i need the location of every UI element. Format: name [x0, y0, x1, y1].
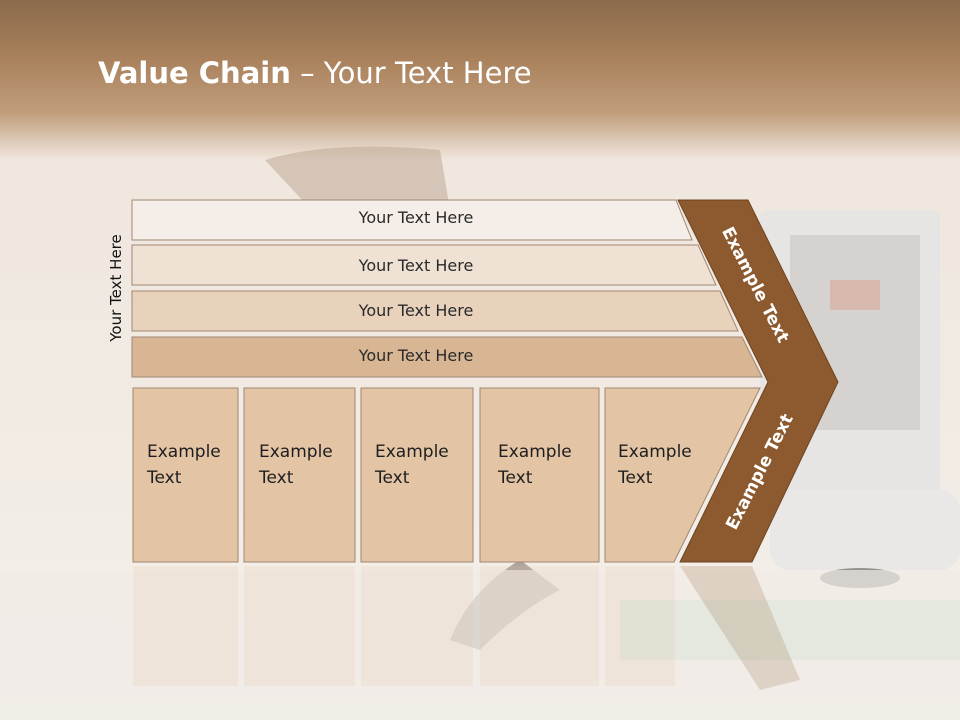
column-label-5-line2: Text — [618, 468, 653, 488]
column-label-5-line1: Example — [618, 442, 692, 462]
bar-label-4: Your Text Here — [358, 346, 474, 365]
bar-1[interactable] — [131, 199, 693, 241]
column-label-5: Example Text — [618, 439, 692, 491]
bar-label-2: Your Text Here — [358, 256, 474, 275]
column-label-2-line2: Text — [259, 468, 294, 488]
column-label-1: Example Text — [147, 439, 221, 491]
bar-3[interactable] — [131, 290, 739, 332]
column-label-4-line2: Text — [498, 468, 533, 488]
bar-label-1: Your Text Here — [358, 208, 474, 227]
column-label-3: Example Text — [375, 439, 449, 491]
chevron-arrow[interactable] — [677, 199, 839, 563]
column-2[interactable] — [243, 387, 356, 563]
bar-4[interactable] — [131, 336, 763, 378]
column-5[interactable] — [604, 387, 761, 563]
column-1[interactable] — [132, 387, 239, 563]
column-label-1-line2: Text — [147, 468, 182, 488]
column-4[interactable] — [479, 387, 600, 563]
column-label-1-line1: Example — [147, 442, 221, 462]
header-band — [0, 0, 960, 160]
bar-2[interactable] — [131, 244, 717, 286]
page-title: Value Chain – Your Text Here — [98, 56, 532, 90]
column-label-2: Example Text — [259, 439, 333, 491]
column-label-2-line1: Example — [259, 442, 333, 462]
column-label-4-line1: Example — [498, 442, 572, 462]
column-3[interactable] — [360, 387, 474, 563]
title-rest: – Your Text Here — [290, 56, 532, 90]
column-label-3-line1: Example — [375, 442, 449, 462]
title-bold: Value Chain — [98, 56, 291, 90]
reflection — [133, 566, 800, 690]
bar-label-3: Your Text Here — [358, 301, 474, 320]
column-label-3-line2: Text — [375, 468, 410, 488]
column-label-4: Example Text — [498, 439, 572, 491]
